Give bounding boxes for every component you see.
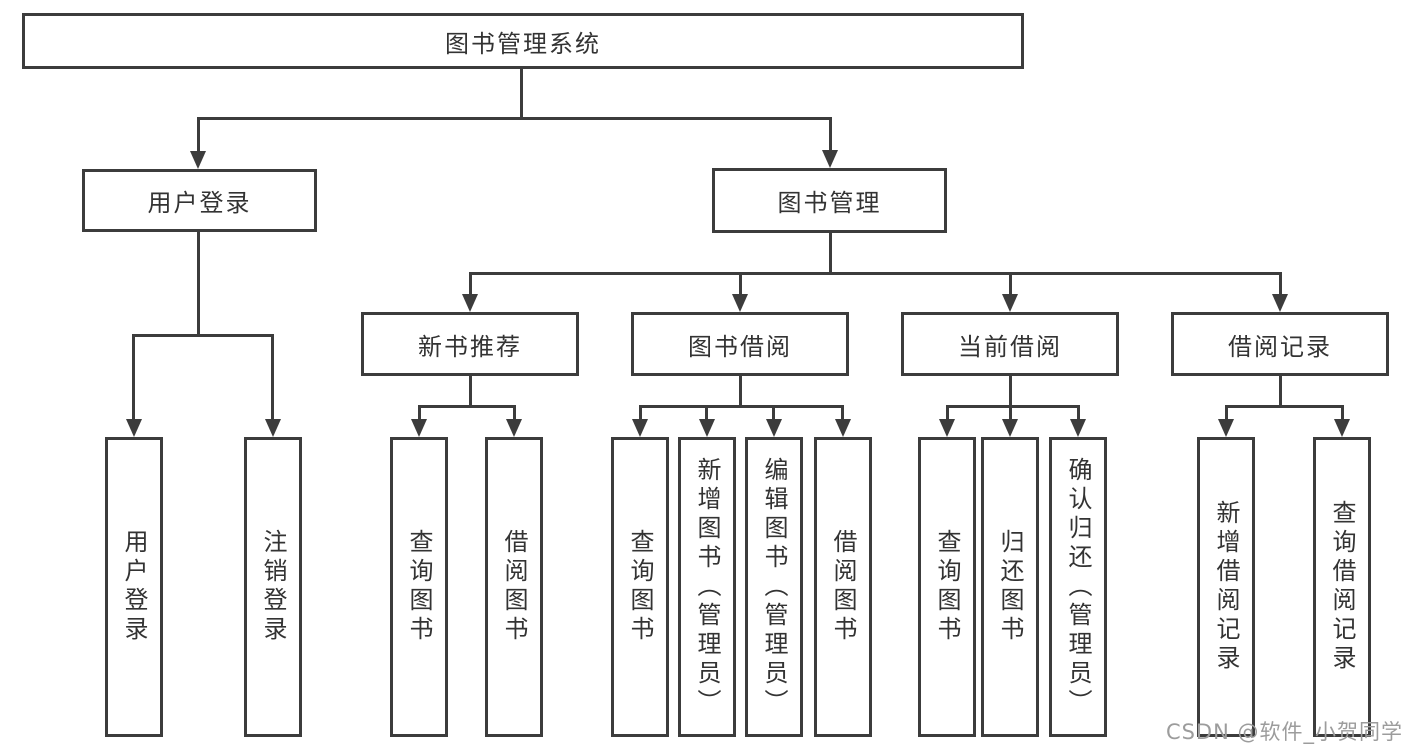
node-book-borrow: 图书借阅 (631, 312, 849, 376)
arrowhead (835, 419, 851, 437)
csdn-watermark: CSDN @软件_小贺同学 (1165, 720, 1403, 744)
edge-current-drop-2 (1009, 405, 1012, 421)
node-current-borrow: 当前借阅 (901, 312, 1119, 376)
node-new-book-recommend-label: 新书推荐 (418, 332, 522, 361)
edge-current-drop-1 (946, 405, 949, 421)
arrowhead (462, 294, 478, 312)
leaf-user-login-label: 用户登录 (120, 529, 148, 645)
edge-to-new-book (469, 272, 472, 298)
edge-record-drop-2 (1341, 405, 1344, 421)
edge-root-stem (520, 69, 523, 118)
node-library-system-label: 图书管理系统 (445, 29, 601, 58)
edge-userlogin-stem (197, 232, 200, 337)
arrowhead (766, 419, 782, 437)
leaf-borrow-borrow-book: 借阅图书 (814, 437, 872, 737)
leaf-current-confirm-return: 确认归还（管理员） (1049, 437, 1107, 737)
node-book-management: 图书管理 (712, 168, 947, 233)
edge-root-to-user-login (197, 117, 200, 153)
leaf-borrow-edit-book-label: 编辑图书（管理员） (760, 456, 788, 718)
edge-userlogin-to-logout (271, 334, 274, 421)
edge-current-rail (946, 405, 1079, 408)
leaf-record-query-label: 查询借阅记录 (1328, 500, 1356, 674)
leaf-current-return: 归还图书 (981, 437, 1039, 737)
edge-to-borrow-record (1279, 272, 1282, 298)
leaf-borrow-query: 查询图书 (611, 437, 669, 737)
edge-record-stem (1279, 376, 1282, 408)
edge-bookmgmt-rail (469, 272, 1281, 275)
leaf-borrow-add-book: 新增图书（管理员） (678, 437, 736, 737)
edge-borrow-rail (639, 405, 843, 408)
arrowhead (822, 150, 838, 168)
leaf-newbook-query-label: 查询图书 (405, 529, 433, 645)
edge-newbook-drop-1 (418, 405, 421, 421)
edge-current-drop-3 (1077, 405, 1080, 421)
leaf-current-confirm-return-label: 确认归还（管理员） (1064, 456, 1092, 718)
arrowhead (632, 419, 648, 437)
leaf-borrow-query-label: 查询图书 (626, 529, 654, 645)
arrowhead (699, 419, 715, 437)
edge-root-rail (197, 117, 832, 120)
edge-newbook-rail (418, 405, 516, 408)
node-library-system: 图书管理系统 (22, 13, 1024, 69)
edge-borrow-drop-2 (705, 405, 708, 421)
node-borrow-record: 借阅记录 (1171, 312, 1389, 376)
edge-to-book-borrow (739, 272, 742, 298)
leaf-borrow-edit-book: 编辑图书（管理员） (745, 437, 803, 737)
leaf-current-query: 查询图书 (918, 437, 976, 737)
arrowhead (1334, 419, 1350, 437)
node-user-login: 用户登录 (82, 169, 317, 232)
edge-to-current-borrow (1009, 272, 1012, 298)
arrowhead (265, 419, 281, 437)
edge-userlogin-rail (132, 334, 274, 337)
edge-record-rail (1225, 405, 1343, 408)
arrowhead (939, 419, 955, 437)
arrowhead (732, 294, 748, 312)
edge-borrow-drop-4 (841, 405, 844, 421)
edge-record-drop-1 (1225, 405, 1228, 421)
leaf-record-add-label: 新增借阅记录 (1212, 500, 1240, 674)
leaf-borrow-borrow-book-label: 借阅图书 (829, 529, 857, 645)
arrowhead (1218, 419, 1234, 437)
edge-borrow-drop-1 (639, 405, 642, 421)
arrowhead (190, 151, 206, 169)
node-user-login-label: 用户登录 (147, 189, 252, 217)
node-current-borrow-label: 当前借阅 (958, 332, 1062, 361)
leaf-logout-label: 注销登录 (259, 529, 287, 645)
edge-newbook-drop-2 (513, 405, 516, 421)
arrowhead (506, 419, 522, 437)
arrowhead (1002, 294, 1018, 312)
arrowhead (1002, 419, 1018, 437)
leaf-record-query: 查询借阅记录 (1313, 437, 1371, 737)
node-book-management-label: 图书管理 (777, 189, 882, 217)
leaf-borrow-add-book-label: 新增图书（管理员） (693, 456, 721, 718)
arrowhead (126, 419, 142, 437)
arrowhead (1272, 294, 1288, 312)
edge-borrow-drop-3 (772, 405, 775, 421)
leaf-record-add: 新增借阅记录 (1197, 437, 1255, 737)
arrowhead (411, 419, 427, 437)
edge-current-stem (1009, 376, 1012, 408)
leaf-current-query-label: 查询图书 (933, 529, 961, 645)
edge-newbook-stem (469, 376, 472, 408)
edge-root-to-book-management (829, 117, 832, 152)
edge-bookmgmt-stem (829, 233, 832, 274)
edge-userlogin-to-login (132, 334, 135, 421)
node-borrow-record-label: 借阅记录 (1228, 332, 1332, 361)
leaf-user-login: 用户登录 (105, 437, 163, 737)
leaf-current-return-label: 归还图书 (996, 529, 1024, 645)
node-book-borrow-label: 图书借阅 (688, 332, 792, 361)
node-new-book-recommend: 新书推荐 (361, 312, 579, 376)
edge-borrow-stem (739, 376, 742, 408)
leaf-newbook-borrow: 借阅图书 (485, 437, 543, 737)
arrowhead (1070, 419, 1086, 437)
leaf-newbook-query: 查询图书 (390, 437, 448, 737)
leaf-logout: 注销登录 (244, 437, 302, 737)
leaf-newbook-borrow-label: 借阅图书 (500, 529, 528, 645)
